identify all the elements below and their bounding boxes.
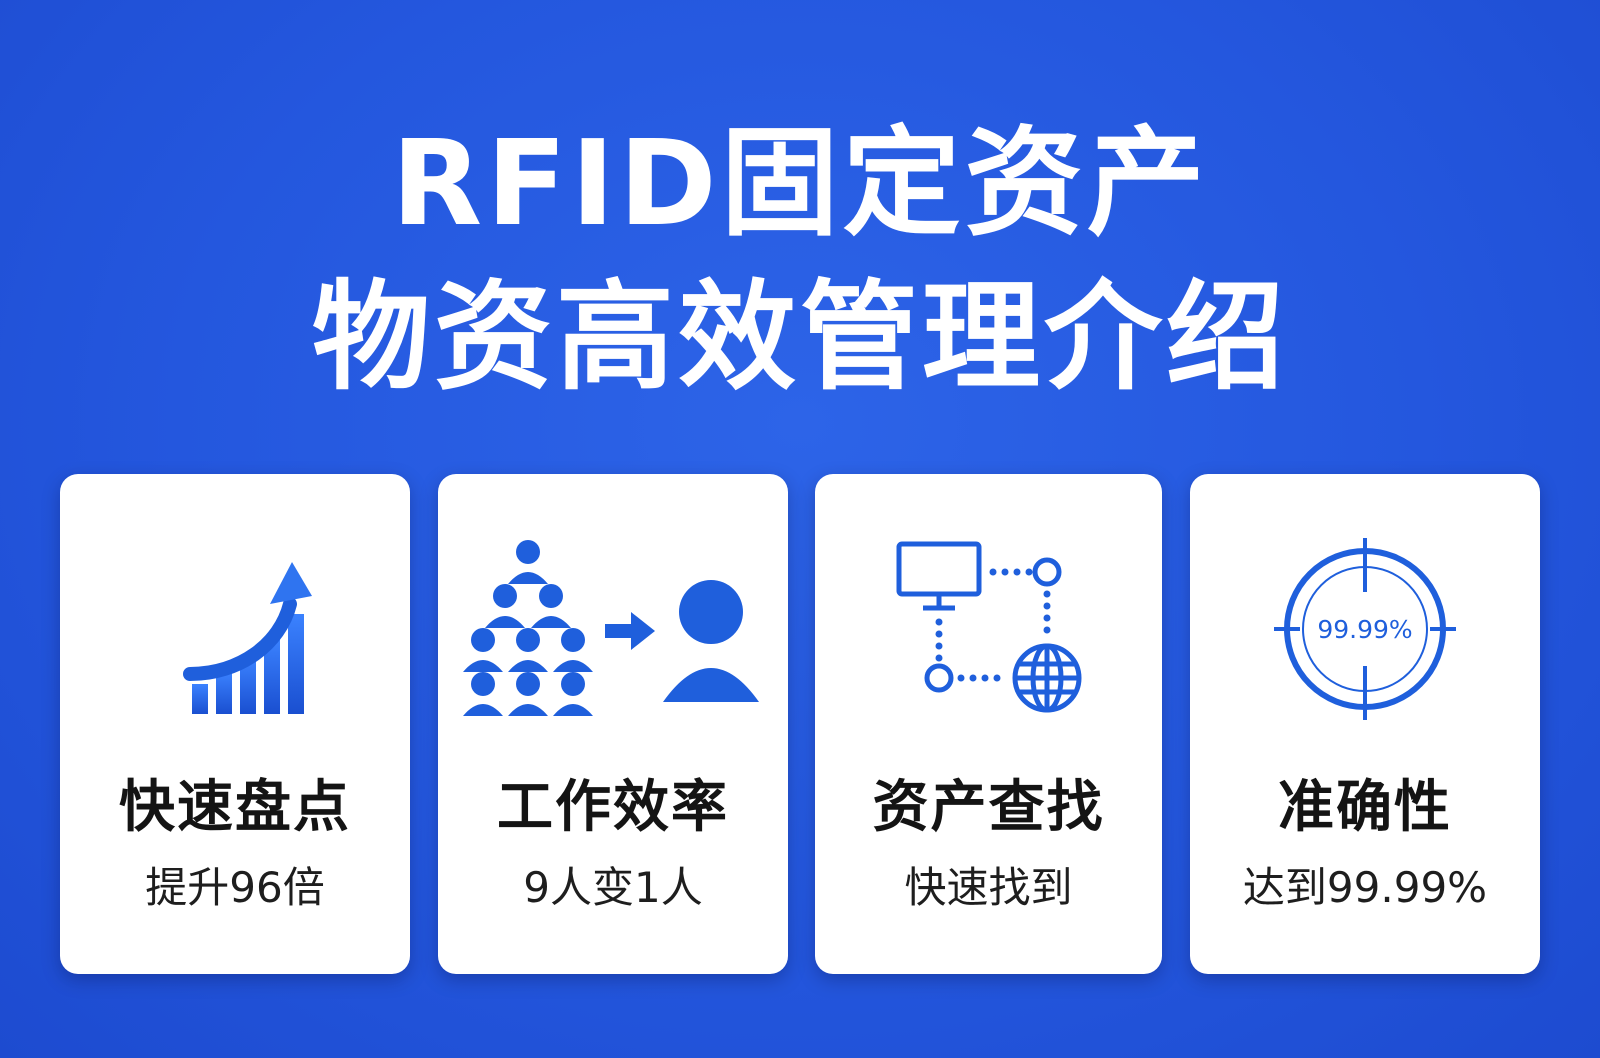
card-subtitle: 提升96倍 [145,863,325,912]
card-title: 工作效率 [497,775,729,840]
card-quick-inventory: 快速盘点 提升96倍 [60,474,410,974]
card-subtitle: 9人变1人 [523,863,703,912]
people-to-one-icon [438,534,788,724]
card-title: 准确性 [1278,775,1452,840]
card-accuracy: 99.99% 准确性 达到99.99% [1190,474,1540,974]
card-title: 资产查找 [872,775,1105,840]
card-title: 快速盘点 [119,775,351,840]
rising-bar-chart-icon [60,534,410,724]
title-line-2: 物资高效管理介绍 [311,268,1288,406]
target-icon-label: 99.99% [1317,615,1412,644]
card-subtitle: 快速找到 [904,863,1073,912]
network-globe-icon [815,534,1162,724]
card-subtitle: 达到99.99% [1242,863,1488,912]
target-icon: 99.99% [1190,534,1540,724]
card-asset-search: 资产查找 快速找到 [815,474,1162,974]
card-work-efficiency: 工作效率 9人变1人 [438,474,788,974]
feature-cards: 快速盘点 提升96倍 [60,474,1540,974]
title-line-1: RFID固定资产 [391,114,1209,252]
